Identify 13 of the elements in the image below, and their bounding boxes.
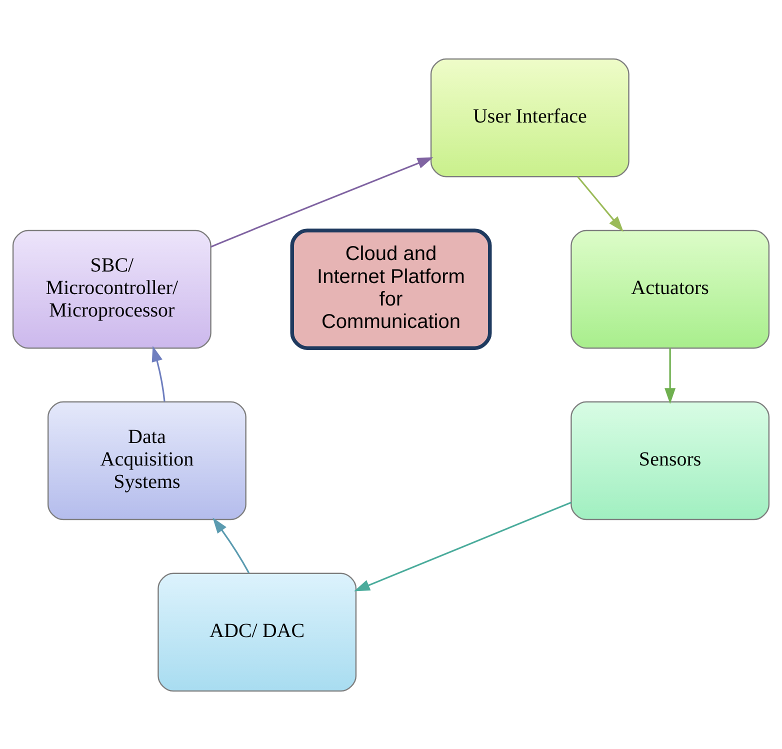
arrow [577, 176, 624, 232]
node-box: Sensors [570, 400, 770, 520]
node-box: SBC/ Microcontroller/ Microprocessor [12, 229, 212, 348]
node-box: ADC/ DAC [158, 572, 357, 692]
arrow [152, 345, 166, 402]
arrow [212, 517, 250, 573]
arrow [664, 348, 676, 404]
arrow [354, 501, 572, 591]
node-box: Data Acquisition Systems [47, 400, 246, 520]
node-box: Actuators [570, 229, 770, 348]
node-box: Cloud and Internet Platform for Communication [290, 228, 492, 350]
node-box: User Interface [430, 58, 630, 177]
arrow [210, 156, 434, 248]
